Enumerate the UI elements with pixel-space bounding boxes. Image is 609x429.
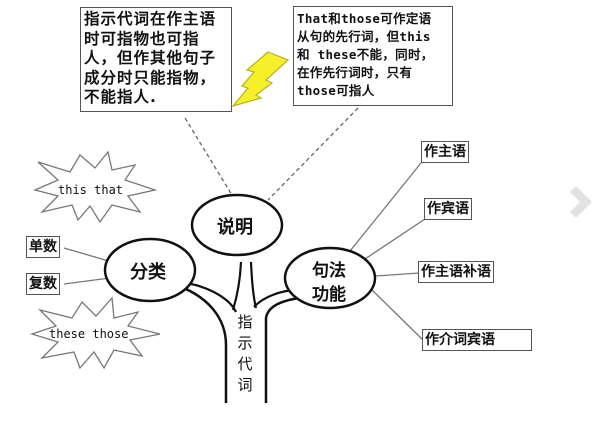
trunk-right-outer <box>264 296 301 403</box>
singular-box: 单数 <box>26 236 60 258</box>
connector-singular <box>63 247 113 263</box>
lightning-icon <box>231 51 290 108</box>
burst-plural-label: these those <box>49 327 129 341</box>
function-box-subject: 作主语 <box>421 141 469 163</box>
plural-box: 复数 <box>26 273 60 295</box>
function-box-prep-object: 作介词宾语 <box>422 329 532 351</box>
explanation-label: 说明 <box>217 217 253 238</box>
dashed-connector-right <box>267 107 359 201</box>
note-line: 从句的先行词，但this <box>297 29 431 44</box>
classification-node <box>103 237 197 303</box>
trunk-label: 指 示 代 词 <box>236 312 254 396</box>
function-label-line1: 句法 <box>312 261 346 281</box>
function-box-object: 作宾语 <box>424 198 472 220</box>
note-line: those可指人 <box>297 83 375 98</box>
watermark-chevron-icon <box>570 186 592 218</box>
note-line: 人，但作其他句子 <box>84 49 217 67</box>
note-line: 和 these不能，同时， <box>297 47 434 62</box>
trunk-up-right <box>249 261 258 309</box>
function-box-complement: 作主语补语 <box>418 261 494 283</box>
note-line: 不能指人. <box>84 88 157 106</box>
note-line: 在作先行词时，只有 <box>297 65 413 80</box>
note-line: 时可指物也可指 <box>84 29 200 48</box>
connector-complement <box>374 272 420 277</box>
trunk-char: 词 <box>237 376 253 394</box>
connector-prep-object <box>371 289 424 341</box>
connector-object <box>355 218 426 266</box>
trunk-left-outer <box>169 281 228 403</box>
trunk-up-left <box>231 261 243 311</box>
burst-singular-label: this that <box>58 183 124 197</box>
trunk-char: 代 <box>237 355 253 373</box>
function-label-line2: 功能 <box>312 285 346 305</box>
note-line: 指示代词在作主语 <box>84 10 217 28</box>
antecedent-usage-note: That和those可作定语 从句的先行词，但this 和 these不能，同时… <box>293 6 453 106</box>
trunk-char: 示 <box>237 334 253 352</box>
explanation-node <box>190 193 284 257</box>
connector-subject <box>345 162 422 257</box>
burst-plural-shape <box>29 296 161 370</box>
trunk-char: 指 <box>237 313 253 331</box>
burst-singular-shape <box>33 150 158 224</box>
dashed-connector-left <box>184 117 236 201</box>
note-line: That和those可作定语 <box>297 11 432 26</box>
classification-label: 分类 <box>130 262 166 283</box>
function-node <box>283 246 377 310</box>
subject-usage-note: 指示代词在作主语 时可指物也可指 人，但作其他句子 成分时只能指物， 不能指人. <box>80 7 232 112</box>
connector-plural <box>63 277 111 285</box>
note-line: 成分时只能指物， <box>84 68 217 87</box>
